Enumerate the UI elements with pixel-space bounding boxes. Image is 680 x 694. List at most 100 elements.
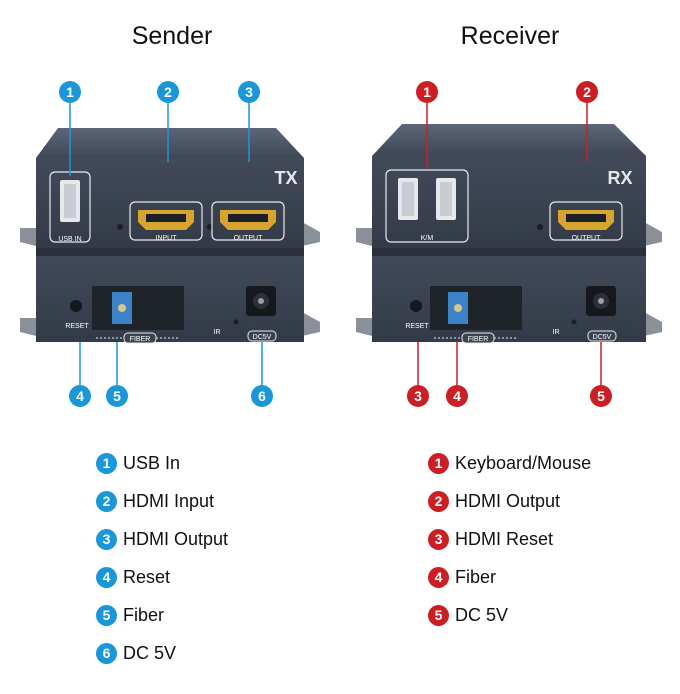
- sender-callout-num-3: 3: [245, 84, 253, 100]
- receiver-flange-left-top: [356, 228, 372, 246]
- receiver-fiber-label: FIBER: [468, 336, 489, 343]
- sender-gap: [36, 248, 304, 256]
- sender-fiber-housing: [92, 286, 184, 330]
- sender-usb-port-inner: [64, 184, 76, 218]
- legend-label: Fiber: [123, 604, 165, 625]
- receiver-hdmi-output-slot: [566, 214, 606, 222]
- sender-dc-pin: [258, 298, 264, 304]
- receiver-fiber-tag: [461, 332, 495, 344]
- legend-label: Fiber: [455, 566, 497, 587]
- legend-label: HDMI Reset: [455, 528, 554, 549]
- receiver-reset-button: [410, 300, 422, 312]
- receiver-top-cover: [372, 124, 646, 156]
- sender-hdmi-input-slot: [146, 214, 186, 222]
- receiver-callout-num-1: 1: [423, 84, 431, 100]
- sender-callout-badge-3: [238, 81, 260, 103]
- list-item: 5 Fiber: [96, 596, 228, 634]
- sender-callout-num-6: 6: [258, 388, 266, 404]
- legend-badge: 4: [428, 566, 449, 588]
- list-item: 1 USB In: [96, 444, 228, 482]
- receiver-km-outline: [385, 169, 469, 243]
- legend-label: Reset: [123, 566, 171, 587]
- receiver-km-port-2-inner: [440, 182, 452, 216]
- legend-badge: 2: [96, 490, 117, 512]
- receiver-led: [537, 224, 543, 230]
- sender-dc-label: DC5V: [253, 334, 272, 341]
- legend-label: HDMI Input: [123, 490, 215, 511]
- sender-callout-num-4: 4: [76, 388, 84, 404]
- sender-usb-label: USB IN: [58, 236, 81, 243]
- receiver-callout-num-2: 2: [583, 84, 591, 100]
- sender-ir-label: IR: [214, 329, 221, 336]
- legend-badge: 3: [96, 528, 117, 550]
- receiver-dc-label: DC5V: [593, 334, 612, 341]
- sender-callout-badge-4: [69, 385, 91, 407]
- sender-input-label: INPUT: [156, 235, 178, 242]
- sender-flange-left-bottom: [20, 318, 36, 336]
- legend-badge: 5: [96, 604, 117, 626]
- list-item: 5 DC 5V: [428, 596, 591, 634]
- sender-ir-sensor: [233, 319, 239, 325]
- sender-top-cover: [36, 128, 304, 158]
- sender-reset-label: RESET: [65, 323, 89, 330]
- sender-callouts: 1 2 3 4 5 6: [59, 81, 273, 407]
- legend-badge: 2: [428, 490, 449, 512]
- legend-label: Keyboard/Mouse: [455, 452, 592, 473]
- sender-callout-badge-6: [251, 385, 273, 407]
- sender-flange-right-top: [302, 222, 320, 246]
- legend-label: DC 5V: [455, 604, 509, 625]
- sender-input-outline: [129, 201, 203, 241]
- legend-badge: 4: [96, 566, 117, 588]
- sender-fiber-core: [118, 304, 126, 312]
- legend-badge: 1: [96, 452, 117, 474]
- receiver-fiber-housing: [430, 286, 522, 330]
- sender-callout-num-1: 1: [66, 84, 74, 100]
- legend-label: USB In: [123, 452, 181, 473]
- receiver-dc-pin: [598, 298, 604, 304]
- sender-fiber-label: FIBER: [130, 336, 151, 343]
- sender-hdmi-output-slot: [228, 214, 268, 222]
- legend-badge: 3: [428, 528, 449, 550]
- receiver-device: K/M OUTPUT RX RESET FIBER IR DC5V: [356, 124, 662, 344]
- legend-badge: 1: [428, 452, 449, 474]
- sender-callout-badge-1: [59, 81, 81, 103]
- receiver-flange-right-bottom: [644, 312, 662, 336]
- legend-badge: 5: [428, 604, 449, 626]
- receiver-ir-sensor: [571, 319, 577, 325]
- list-item: 2 HDMI Input: [96, 482, 228, 520]
- list-item: 4 Reset: [96, 558, 228, 596]
- receiver-callout-num-3: 3: [414, 388, 422, 404]
- receiver-fiber-core: [454, 304, 462, 312]
- sender-callout-num-5: 5: [113, 388, 121, 404]
- receiver-callout-badge-5: [590, 385, 612, 407]
- receiver-callout-num-5: 5: [597, 388, 605, 404]
- receiver-gap: [372, 248, 646, 256]
- sender-top-front: [36, 158, 304, 248]
- sender-output-outline: [211, 201, 285, 241]
- legend-label: HDMI Output: [123, 528, 229, 549]
- receiver-km-label: K/M: [421, 235, 434, 242]
- sender-callout-badge-5: [106, 385, 128, 407]
- sender-device: USB IN INPUT OUTPUT TX RESET FIBER IR DC…: [20, 128, 320, 344]
- list-item: 1 Keyboard/Mouse: [428, 444, 591, 482]
- receiver-output-label: OUTPUT: [572, 235, 602, 242]
- sender-callout-num-2: 2: [164, 84, 172, 100]
- receiver-rx-mark: RX: [607, 168, 632, 188]
- sender-fiber-tag: [123, 332, 157, 344]
- list-item: 4 Fiber: [428, 558, 591, 596]
- receiver-callout-badge-4: [446, 385, 468, 407]
- receiver-callout-badge-1: [416, 81, 438, 103]
- sender-led-1: [117, 224, 123, 230]
- receiver-callout-num-4: 4: [453, 388, 461, 404]
- receiver-callout-badge-2: [576, 81, 598, 103]
- sender-reset-button: [70, 300, 82, 312]
- sender-dc-tag: [247, 330, 277, 342]
- sender-callout-badge-2: [157, 81, 179, 103]
- sender-tx-mark: TX: [274, 168, 297, 188]
- receiver-dc-tag: [587, 330, 617, 342]
